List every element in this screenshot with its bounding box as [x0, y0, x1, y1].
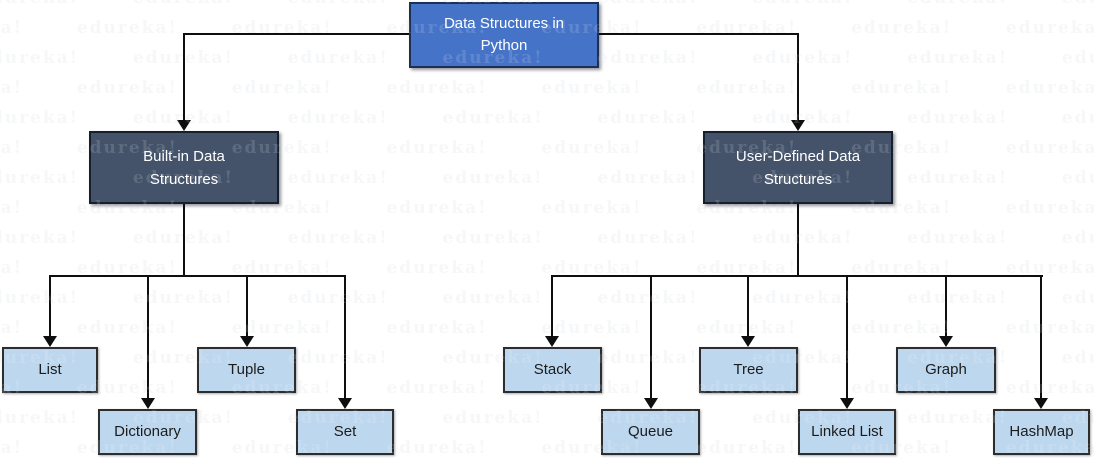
connector-drop-set	[344, 275, 346, 398]
arrowhead-dictionary	[141, 398, 155, 409]
connector-drop-list	[49, 275, 51, 336]
connector-built-in-stem	[183, 204, 185, 277]
node-tree-label: Tree	[733, 361, 764, 378]
node-tuple: Tuple	[197, 347, 296, 393]
node-built-in-label: Built-in Data Structures	[143, 147, 225, 188]
node-set: Set	[296, 409, 394, 455]
connector-root-right-vertical	[797, 33, 799, 120]
arrowhead-tree	[741, 336, 755, 347]
arrowhead-list	[43, 336, 57, 347]
node-tree: Tree	[699, 347, 798, 393]
arrowhead-built-in	[177, 120, 191, 131]
connector-right-rail	[551, 275, 1043, 277]
arrowhead-hashmap	[1034, 398, 1048, 409]
arrowhead-user-defined	[791, 120, 805, 131]
connector-root-right-horizontal	[599, 33, 799, 35]
node-list: List	[2, 347, 98, 393]
node-hashmap-label: HashMap	[1009, 423, 1074, 440]
node-dictionary: Dictionary	[98, 409, 197, 455]
connector-drop-linked-list	[846, 275, 848, 398]
arrowhead-graph	[939, 336, 953, 347]
node-graph-label: Graph	[925, 361, 967, 378]
node-tuple-label: Tuple	[228, 361, 265, 378]
arrowhead-set	[338, 398, 352, 409]
node-list-label: List	[38, 361, 62, 378]
node-hashmap: HashMap	[993, 409, 1090, 455]
connector-drop-stack	[551, 275, 553, 336]
connector-root-left-horizontal	[183, 33, 410, 35]
connector-drop-graph	[945, 275, 947, 336]
arrowhead-tuple	[240, 336, 254, 347]
node-dictionary-label: Dictionary	[114, 423, 181, 440]
connector-drop-hashmap	[1040, 275, 1042, 398]
arrowhead-queue	[644, 398, 658, 409]
node-linked-list-label: Linked List	[811, 423, 883, 440]
node-stack: Stack	[503, 347, 602, 393]
node-root: Data Structures in Python	[409, 2, 599, 68]
node-user-defined-data-structures: User-Defined Data Structures	[703, 131, 893, 204]
node-stack-label: Stack	[533, 361, 572, 378]
node-queue-label: Queue	[627, 423, 674, 440]
arrowhead-stack	[545, 336, 559, 347]
connector-user-defined-stem	[797, 204, 799, 277]
arrowhead-linked-list	[840, 398, 854, 409]
node-graph: Graph	[896, 347, 996, 393]
node-user-defined-label: User-Defined Data Structures	[735, 147, 861, 188]
connector-drop-tree	[747, 275, 749, 336]
connector-drop-queue	[650, 275, 652, 398]
connector-drop-dictionary	[147, 275, 149, 398]
node-linked-list: Linked List	[798, 409, 896, 455]
connector-drop-tuple	[246, 275, 248, 336]
node-queue: Queue	[601, 409, 700, 455]
node-built-in-data-structures: Built-in Data Structures	[89, 131, 279, 204]
connector-left-rail	[49, 275, 346, 277]
node-root-label: Data Structures in Python	[443, 15, 565, 54]
connector-root-left-vertical	[183, 33, 185, 120]
node-set-label: Set	[333, 423, 357, 440]
